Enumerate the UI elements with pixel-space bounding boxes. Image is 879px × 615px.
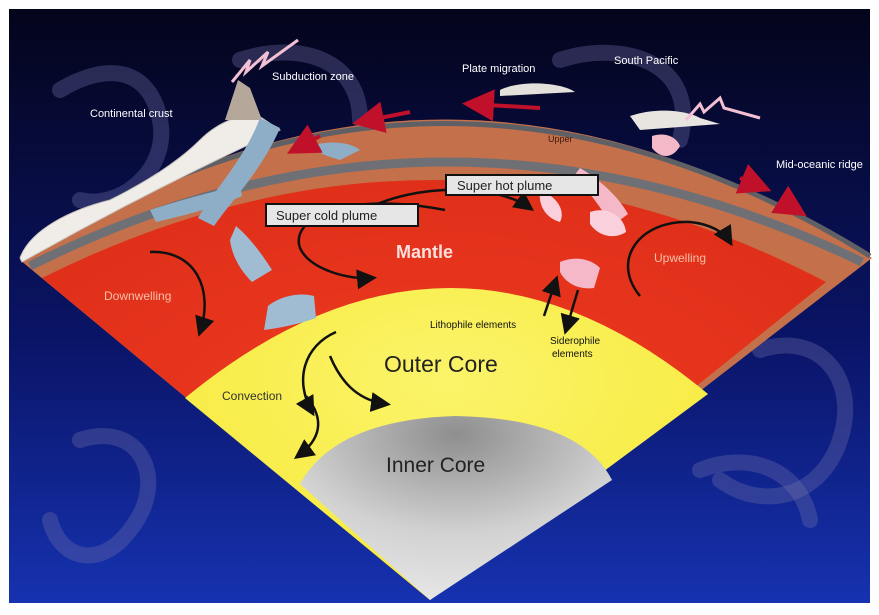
label-upper: Upper [548, 134, 573, 144]
label-downwelling: Downwelling [104, 289, 171, 303]
label-continental-crust: Continental crust [90, 108, 173, 120]
label-lithophile-elements: Lithophile elements [430, 320, 516, 331]
label-outer-core: Outer Core [384, 351, 498, 377]
label-super-cold-plume: Super cold plume [276, 208, 377, 223]
label-convection: Convection [222, 389, 282, 403]
label-plate-migration: Plate migration [462, 63, 535, 75]
label-super-hot-plume: Super hot plume [457, 178, 552, 193]
label-siderophile-2: elements [552, 349, 593, 360]
label-subduction-zone: Subduction zone [272, 71, 354, 83]
label-inner-core: Inner Core [386, 454, 485, 477]
label-siderophile-1: Siderophile [550, 336, 600, 347]
label-mid-oceanic-ridge: Mid-oceanic ridge [776, 159, 863, 171]
label-upwelling: Upwelling [654, 251, 706, 265]
label-mantle: Mantle [396, 242, 453, 262]
label-south-pacific: South Pacific [614, 55, 679, 67]
